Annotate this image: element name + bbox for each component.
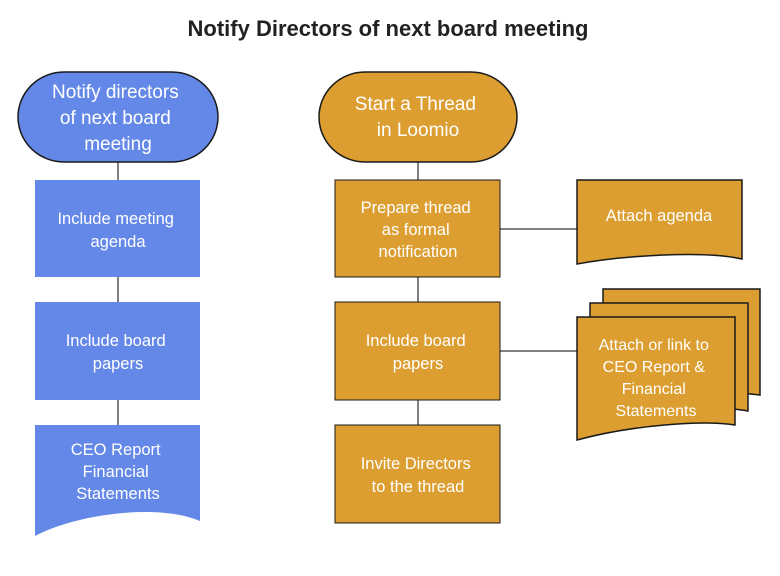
right-invite-line-2: to the thread bbox=[372, 478, 465, 496]
document-shape bbox=[576, 179, 743, 265]
right-start-line-1: Start a Thread bbox=[355, 94, 476, 115]
document-shape bbox=[35, 425, 200, 536]
left-step-include-agenda: Include meeting agenda bbox=[35, 180, 200, 277]
process-box bbox=[334, 424, 501, 524]
right-start-terminator: Start a Thread in Loomio bbox=[318, 71, 518, 163]
diagram-title: Notify Directors of next board meeting bbox=[188, 16, 589, 41]
right-invite-label: Invite Directors to the thread bbox=[361, 455, 476, 496]
attach-reports-label: Attach or link to CEO Report & Financial… bbox=[599, 337, 714, 420]
attach-agenda-label: Attach agenda bbox=[606, 207, 713, 225]
left-agenda-line-1: Include meeting bbox=[57, 210, 174, 228]
left-agenda-line-2: agenda bbox=[90, 233, 146, 251]
right-papers-label: Include board papers bbox=[366, 332, 471, 373]
right-start-line-2: in Loomio bbox=[377, 120, 459, 141]
left-papers-label: Include board papers bbox=[66, 332, 171, 373]
left-papers-line-2: papers bbox=[93, 355, 143, 373]
attach-reports-line-2: CEO Report & bbox=[603, 359, 706, 376]
process-box bbox=[334, 179, 501, 278]
left-agenda-label: Include meeting agenda bbox=[57, 210, 178, 251]
attach-agenda-line-1: Attach agenda bbox=[606, 207, 713, 225]
left-doc-label: CEO Report Financial Statements bbox=[71, 441, 165, 503]
right-invite-line-1: Invite Directors bbox=[361, 455, 471, 473]
terminator-shape bbox=[318, 71, 518, 163]
right-prepare-line-2: as formal bbox=[382, 221, 450, 239]
left-doc-line-2: Financial bbox=[83, 463, 149, 481]
left-start-terminator: Notify directors of next board meeting bbox=[17, 71, 219, 163]
right-step-include-papers: Include board papers bbox=[334, 301, 501, 401]
left-start-line-1: Notify directors bbox=[52, 82, 179, 103]
connectors bbox=[117, 161, 577, 425]
process-box bbox=[35, 180, 200, 277]
attach-reports-line-1: Attach or link to bbox=[599, 337, 709, 354]
right-prepare-line-3: notification bbox=[379, 243, 458, 261]
right-start-label: Start a Thread in Loomio bbox=[355, 94, 481, 141]
left-doc-line-1: CEO Report bbox=[71, 441, 161, 459]
left-doc-line-3: Statements bbox=[76, 485, 159, 503]
process-box bbox=[35, 302, 200, 400]
right-prepare-label: Prepare thread as formal notification bbox=[361, 199, 476, 261]
process-box bbox=[334, 301, 501, 401]
attach-reports-line-4: Statements bbox=[616, 403, 697, 420]
document-attach-agenda: Attach agenda bbox=[576, 179, 743, 265]
left-start-line-3: meeting bbox=[84, 134, 152, 155]
document-front bbox=[576, 316, 736, 441]
right-step-prepare-thread: Prepare thread as formal notification bbox=[334, 179, 501, 278]
terminator-shape bbox=[17, 71, 219, 163]
right-papers-line-1: Include board bbox=[366, 332, 466, 350]
left-step-include-papers: Include board papers bbox=[35, 302, 200, 400]
right-prepare-line-1: Prepare thread bbox=[361, 199, 471, 217]
attach-reports-line-3: Financial bbox=[622, 381, 686, 398]
left-document-reports: CEO Report Financial Statements bbox=[35, 425, 200, 536]
left-start-label: Notify directors of next board meeting bbox=[52, 82, 184, 155]
left-start-line-2: of next board bbox=[60, 108, 171, 129]
right-step-invite-directors: Invite Directors to the thread bbox=[334, 424, 501, 524]
right-papers-line-2: papers bbox=[393, 355, 443, 373]
multidocument-reports: Attach or link to CEO Report & Financial… bbox=[576, 288, 761, 441]
left-papers-line-1: Include board bbox=[66, 332, 166, 350]
